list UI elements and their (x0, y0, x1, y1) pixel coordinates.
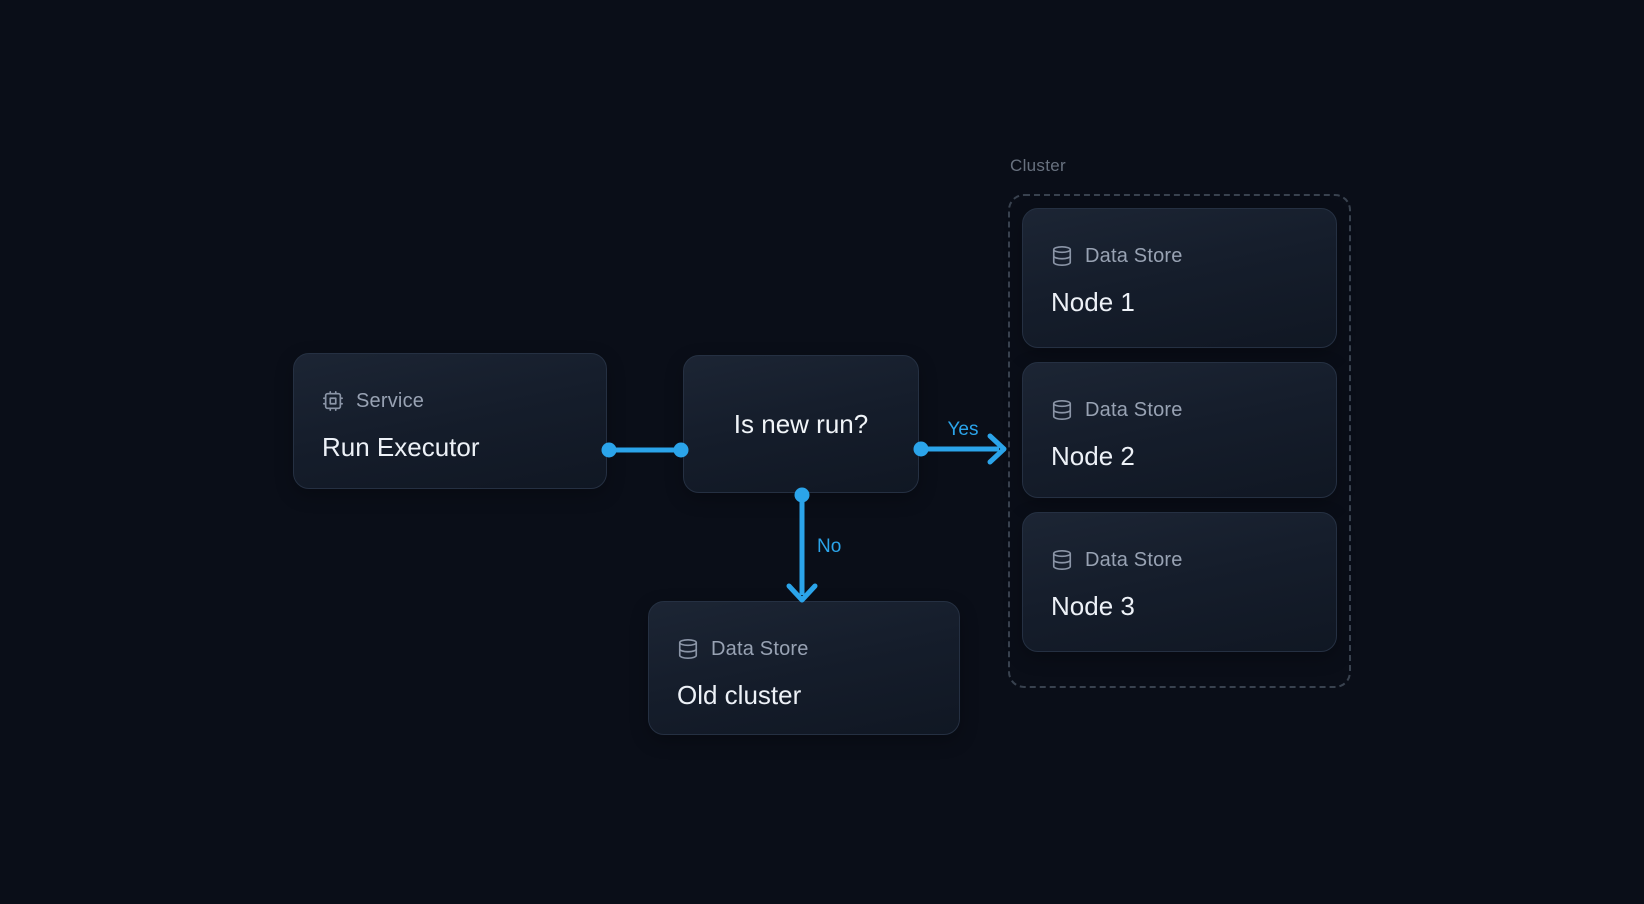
node-decision[interactable]: Is new run? (683, 355, 919, 493)
node-title: Node 1 (1051, 287, 1135, 317)
decision-question: Is new run? (733, 408, 869, 439)
node-type-row: Data Store (1051, 546, 1183, 574)
database-icon (1051, 245, 1073, 267)
edge-decision-to-old-no[interactable] (786, 487, 818, 603)
node-cluster-node-1[interactable]: Data Store Node 1 (1022, 208, 1337, 348)
node-title: Node 2 (1051, 441, 1135, 471)
node-run-executor[interactable]: Service Run Executor (293, 353, 607, 489)
edge-label-yes[interactable]: Yes (947, 419, 979, 440)
database-icon (1051, 549, 1073, 571)
node-title: Old cluster (677, 680, 802, 710)
database-icon (1051, 399, 1073, 421)
node-title: Run Executor (322, 432, 480, 462)
cpu-icon (322, 390, 344, 412)
node-type-label: Service (356, 389, 425, 412)
node-cluster-node-2[interactable]: Data Store Node 2 (1022, 362, 1337, 498)
node-type-label: Data Store (1085, 548, 1183, 571)
node-type-row: Service (322, 387, 424, 415)
node-title: Node 3 (1051, 591, 1135, 621)
node-cluster-node-3[interactable]: Data Store Node 3 (1022, 512, 1337, 652)
node-old-cluster[interactable]: Data Store Old cluster (648, 601, 960, 735)
node-type-label: Data Store (1085, 244, 1183, 267)
edge-label-no[interactable]: No (817, 536, 842, 557)
cluster-container[interactable] (1008, 194, 1351, 688)
node-type-row: Data Store (1051, 396, 1183, 424)
database-icon (677, 638, 699, 660)
node-type-row: Data Store (1051, 242, 1183, 270)
node-type-row: Data Store (677, 635, 809, 663)
cluster-label: Cluster (1010, 156, 1066, 175)
node-type-label: Data Store (711, 637, 809, 660)
node-type-label: Data Store (1085, 398, 1183, 421)
edge-executor-to-decision[interactable] (601, 442, 689, 458)
